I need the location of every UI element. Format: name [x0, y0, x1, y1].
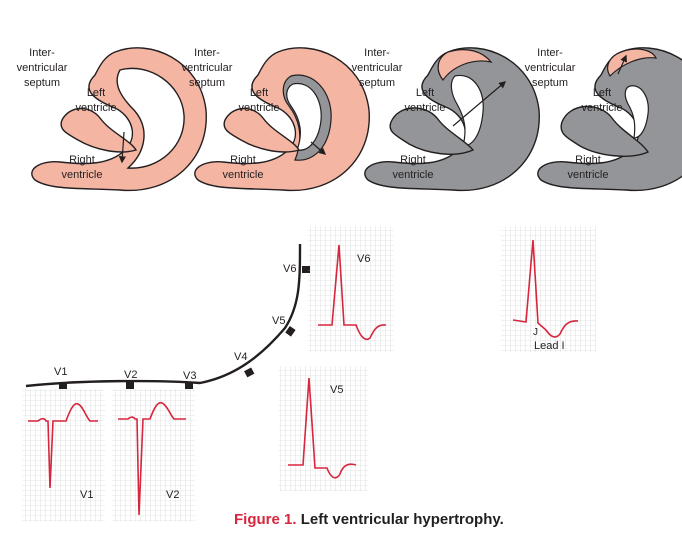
- ecg-trace-v5: [288, 377, 357, 479]
- electrode-v1: [59, 382, 67, 389]
- septum-label-3: septum: [359, 77, 395, 89]
- septum-label-2: ventricular: [182, 62, 233, 74]
- left-ventricle-label-2: ventricle: [76, 102, 117, 114]
- ecg-panel-v2: V2: [112, 389, 195, 522]
- ecg-label-v6: V6: [357, 253, 370, 265]
- left-ventricle-label-2: ventricle: [582, 102, 623, 114]
- ecg-trace-v1: [28, 402, 98, 489]
- septum-label-1: Inter-: [29, 47, 55, 59]
- heart-panel-moderate-lvh: Inter- ventricular septum Left ventricle…: [352, 47, 540, 192]
- figure-title: Left ventricular hypertrophy.: [300, 511, 504, 528]
- ecg-trace-lead-i: [512, 239, 579, 338]
- ventricle-wall-outer: [537, 47, 682, 192]
- right-ventricle-wall: [437, 49, 493, 81]
- heart-panel-mild-lvh: Inter- ventricular septum Left ventricle…: [182, 47, 370, 192]
- heart-panel-normal: Inter- ventricular septum Left ventricle…: [17, 47, 207, 192]
- ecg-trace-v6: [318, 244, 387, 341]
- septum-label-3: septum: [189, 77, 225, 89]
- lv-dilation-arrow: [452, 81, 507, 127]
- left-ventricle-label-1: Left: [416, 87, 434, 99]
- figure-caption: Figure 1. Left ventricular hypertrophy.: [234, 511, 504, 528]
- ecg-panel-v5: V5: [279, 366, 368, 491]
- left-ventricle-label-1: Left: [250, 87, 268, 99]
- electrode-v5: [285, 326, 296, 337]
- right-ventricle-label-1: Right: [575, 154, 601, 166]
- lead-label-v2: V2: [124, 369, 137, 381]
- septum-body: [60, 107, 138, 153]
- septum-thickness-arrow: [118, 131, 126, 164]
- electrode-v6: [302, 266, 310, 273]
- ecg-label-v1: V1: [80, 489, 93, 501]
- figure-number: Figure 1.: [234, 511, 297, 528]
- lead-label-v5: V5: [272, 315, 285, 327]
- heart-panel-severe-lvh: Inter- ventricular septum Left ventricle…: [525, 47, 682, 192]
- right-ventricle-label-2: ventricle: [223, 169, 264, 181]
- septum-label-1: Inter-: [364, 47, 390, 59]
- ecg-trace-v2: [118, 401, 186, 516]
- lead-label-v1: V1: [54, 366, 67, 378]
- septum-label-3: septum: [532, 77, 568, 89]
- septum-body: [389, 107, 475, 155]
- septum-label-2: ventricular: [17, 62, 68, 74]
- apex-arrow: [617, 54, 627, 75]
- septum-label-1: Inter-: [194, 47, 220, 59]
- ecg-label-v2: V2: [166, 489, 179, 501]
- right-ventricle-label-2: ventricle: [568, 169, 609, 181]
- septum-label-1: Inter-: [537, 47, 563, 59]
- lead-label-v4: V4: [234, 351, 247, 363]
- right-ventricle-label-1: Right: [69, 154, 95, 166]
- left-ventricle-cavity: [116, 67, 185, 169]
- ecg-label-v5: V5: [330, 384, 343, 396]
- septum-body: [223, 107, 301, 153]
- left-ventricle-label-1: Left: [87, 87, 105, 99]
- septum-label-2: ventricular: [525, 62, 576, 74]
- electrode-v2: [126, 382, 134, 389]
- lead-label-v3: V3: [183, 370, 196, 382]
- septum-label-2: ventricular: [352, 62, 403, 74]
- left-ventricle-label-2: ventricle: [239, 102, 280, 114]
- electrode-v4: [244, 367, 255, 378]
- ventricle-wall-outer: [364, 47, 540, 192]
- lead-label-v6: V6: [283, 263, 296, 275]
- right-ventricle-wall: [607, 48, 658, 77]
- wall-thickness-arrow: [310, 141, 327, 155]
- electrode-v3: [185, 382, 193, 389]
- septum-label-3: septum: [24, 77, 60, 89]
- ecg-panel-v6: V6: [308, 226, 394, 352]
- ecg-label-lead-i: Lead I: [534, 340, 565, 352]
- j-point-label: J: [533, 327, 538, 338]
- chest-wall-curve: [25, 243, 302, 388]
- left-ventricle-label-1: Left: [593, 87, 611, 99]
- right-ventricle-label-1: Right: [230, 154, 256, 166]
- right-ventricle-label-2: ventricle: [62, 169, 103, 181]
- right-ventricle-label-2: ventricle: [393, 169, 434, 181]
- left-ventricle-label-2: ventricle: [405, 102, 446, 114]
- septum-body: [560, 105, 650, 157]
- right-ventricle-label-1: Right: [400, 154, 426, 166]
- ecg-panel-v1: V1: [22, 389, 105, 522]
- ecg-panel-lead-i: J Lead I: [501, 226, 596, 352]
